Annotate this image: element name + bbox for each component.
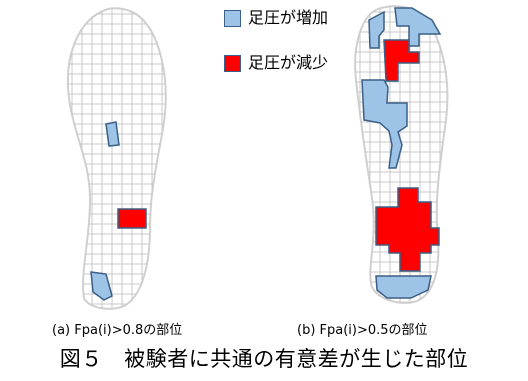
insole-b-increase-region xyxy=(394,7,442,47)
insole-a-increase-region xyxy=(105,121,120,147)
legend-increase-label: 足圧が増加 xyxy=(248,8,329,27)
insole-a-increase-region xyxy=(90,271,113,301)
panel-b-caption: (b) Fpa(i)>0.5の部位 xyxy=(297,323,428,338)
insole-b xyxy=(354,5,449,304)
insole-a-decrease-region xyxy=(117,208,147,229)
insole-b-increase-region xyxy=(375,275,432,299)
insole-b-increase-region xyxy=(368,10,385,49)
legend-increase-swatch xyxy=(224,10,241,27)
insole-b-decrease-region xyxy=(383,39,420,82)
insole-b-decrease-region xyxy=(375,187,440,272)
insole-a xyxy=(66,7,167,310)
panel-a-caption: (a) Fpa(i)>0.8の部位 xyxy=(52,323,183,338)
insole-b-increase-region xyxy=(361,79,408,169)
legend-decrease-label: 足圧が減少 xyxy=(248,53,329,72)
legend-decrease-swatch xyxy=(224,55,241,72)
figure-caption: 図５ 被験者に共通の有意差が生じた部位 xyxy=(59,347,469,371)
